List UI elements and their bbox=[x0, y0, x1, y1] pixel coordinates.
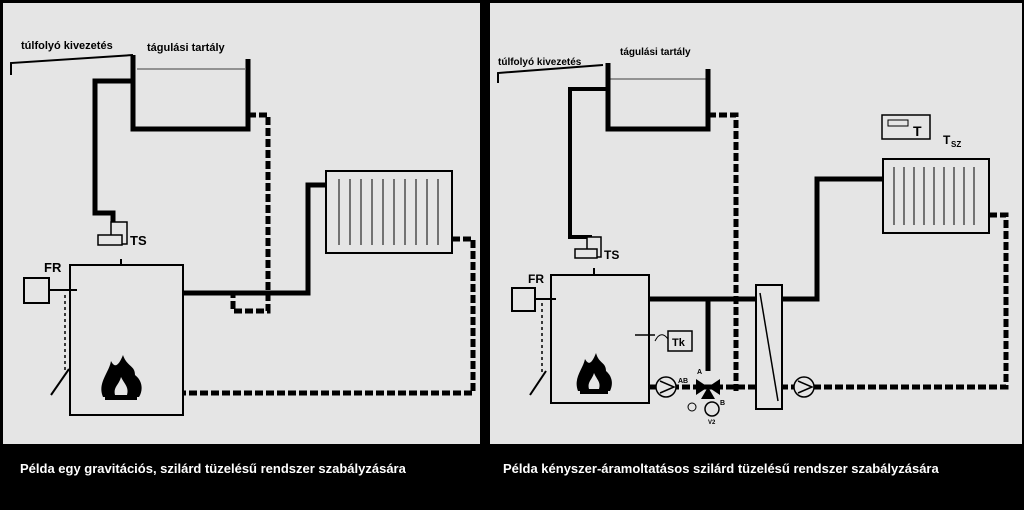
flame-icon bbox=[101, 355, 142, 400]
overflow-outlet-line bbox=[497, 64, 604, 83]
forced-diagram-area: túlfolyó kivezetés tágulási tartály TS F… bbox=[490, 3, 1022, 444]
secondary-pump-icon bbox=[793, 376, 815, 398]
fr-label: FR bbox=[44, 260, 62, 275]
room-thermostat bbox=[881, 114, 931, 140]
ts-sensor-pipe bbox=[97, 234, 123, 246]
room-thermostat-display bbox=[887, 119, 909, 127]
forced-system-diagram: túlfolyó kivezetés tágulási tartály TS F… bbox=[497, 47, 1009, 426]
room-thermostat-label: T bbox=[913, 123, 922, 139]
fr-label: FR bbox=[528, 272, 544, 286]
valve-b-label: B bbox=[720, 400, 725, 407]
radiator bbox=[882, 158, 990, 234]
secondary-return-pipe bbox=[782, 212, 1009, 390]
heat-exchanger-plate bbox=[759, 292, 779, 402]
gravity-system-panel: túlfolyó kivezetés tágulási tartály TS F… bbox=[0, 0, 483, 510]
valve-v2-label: V2 bbox=[708, 420, 716, 426]
expansion-tank bbox=[605, 63, 711, 132]
air-damper bbox=[50, 368, 70, 396]
secondary-supply-pipe bbox=[782, 176, 883, 302]
forced-system-panel: túlfolyó kivezetés tágulási tartály TS F… bbox=[488, 0, 1024, 510]
return-from-radiator-pipe bbox=[183, 236, 476, 396]
tank-return-pipe bbox=[708, 112, 739, 391]
tank-return-pipe bbox=[230, 112, 271, 314]
expansion-tank bbox=[130, 55, 251, 132]
radiator-fins bbox=[893, 167, 975, 225]
fr-regulator-box bbox=[511, 287, 536, 312]
gravity-caption: Példa egy gravitációs, szilárd tüzelésű … bbox=[20, 461, 406, 476]
overflow-label: túlfolyó kivezetés bbox=[21, 40, 113, 52]
supply-riser-pipe bbox=[568, 87, 608, 251]
expansion-tank-label: tágulási tartály bbox=[620, 47, 691, 58]
boiler-pump-icon bbox=[655, 376, 677, 398]
tsz-subscript: SZ bbox=[951, 140, 961, 149]
radiator-fins bbox=[338, 179, 439, 245]
gravity-system-diagram: túlfolyó kivezetés tágulási tartály TS F… bbox=[10, 40, 476, 416]
radiator bbox=[325, 170, 453, 254]
mixing-valve-icon bbox=[687, 379, 720, 417]
expansion-tank-label: tágulási tartály bbox=[147, 42, 226, 54]
air-damper bbox=[529, 370, 547, 396]
supply-riser-pipe bbox=[92, 78, 133, 235]
fr-regulator-box bbox=[23, 277, 50, 304]
flame-icon bbox=[576, 353, 612, 394]
forced-caption: Példa kényszer-áramoltatásos szilárd tüz… bbox=[503, 461, 939, 476]
ts-sensor-pipe bbox=[574, 248, 598, 259]
valve-ab-label: AB bbox=[678, 378, 688, 385]
gravity-diagram-area: túlfolyó kivezetés tágulási tartály TS F… bbox=[3, 3, 480, 444]
ts-label: TS bbox=[130, 233, 147, 248]
supply-to-radiator-pipe bbox=[183, 182, 326, 296]
tk-label: Tk bbox=[672, 337, 686, 349]
ts-label: TS bbox=[604, 248, 619, 262]
tk-sensor-box bbox=[667, 330, 693, 352]
overflow-outlet-line bbox=[10, 54, 134, 75]
tsz-label: T bbox=[943, 133, 951, 147]
valve-a-label: A bbox=[697, 369, 702, 376]
overflow-label: túlfolyó kivezetés bbox=[498, 57, 582, 68]
tk-sensor-wire bbox=[654, 334, 669, 342]
